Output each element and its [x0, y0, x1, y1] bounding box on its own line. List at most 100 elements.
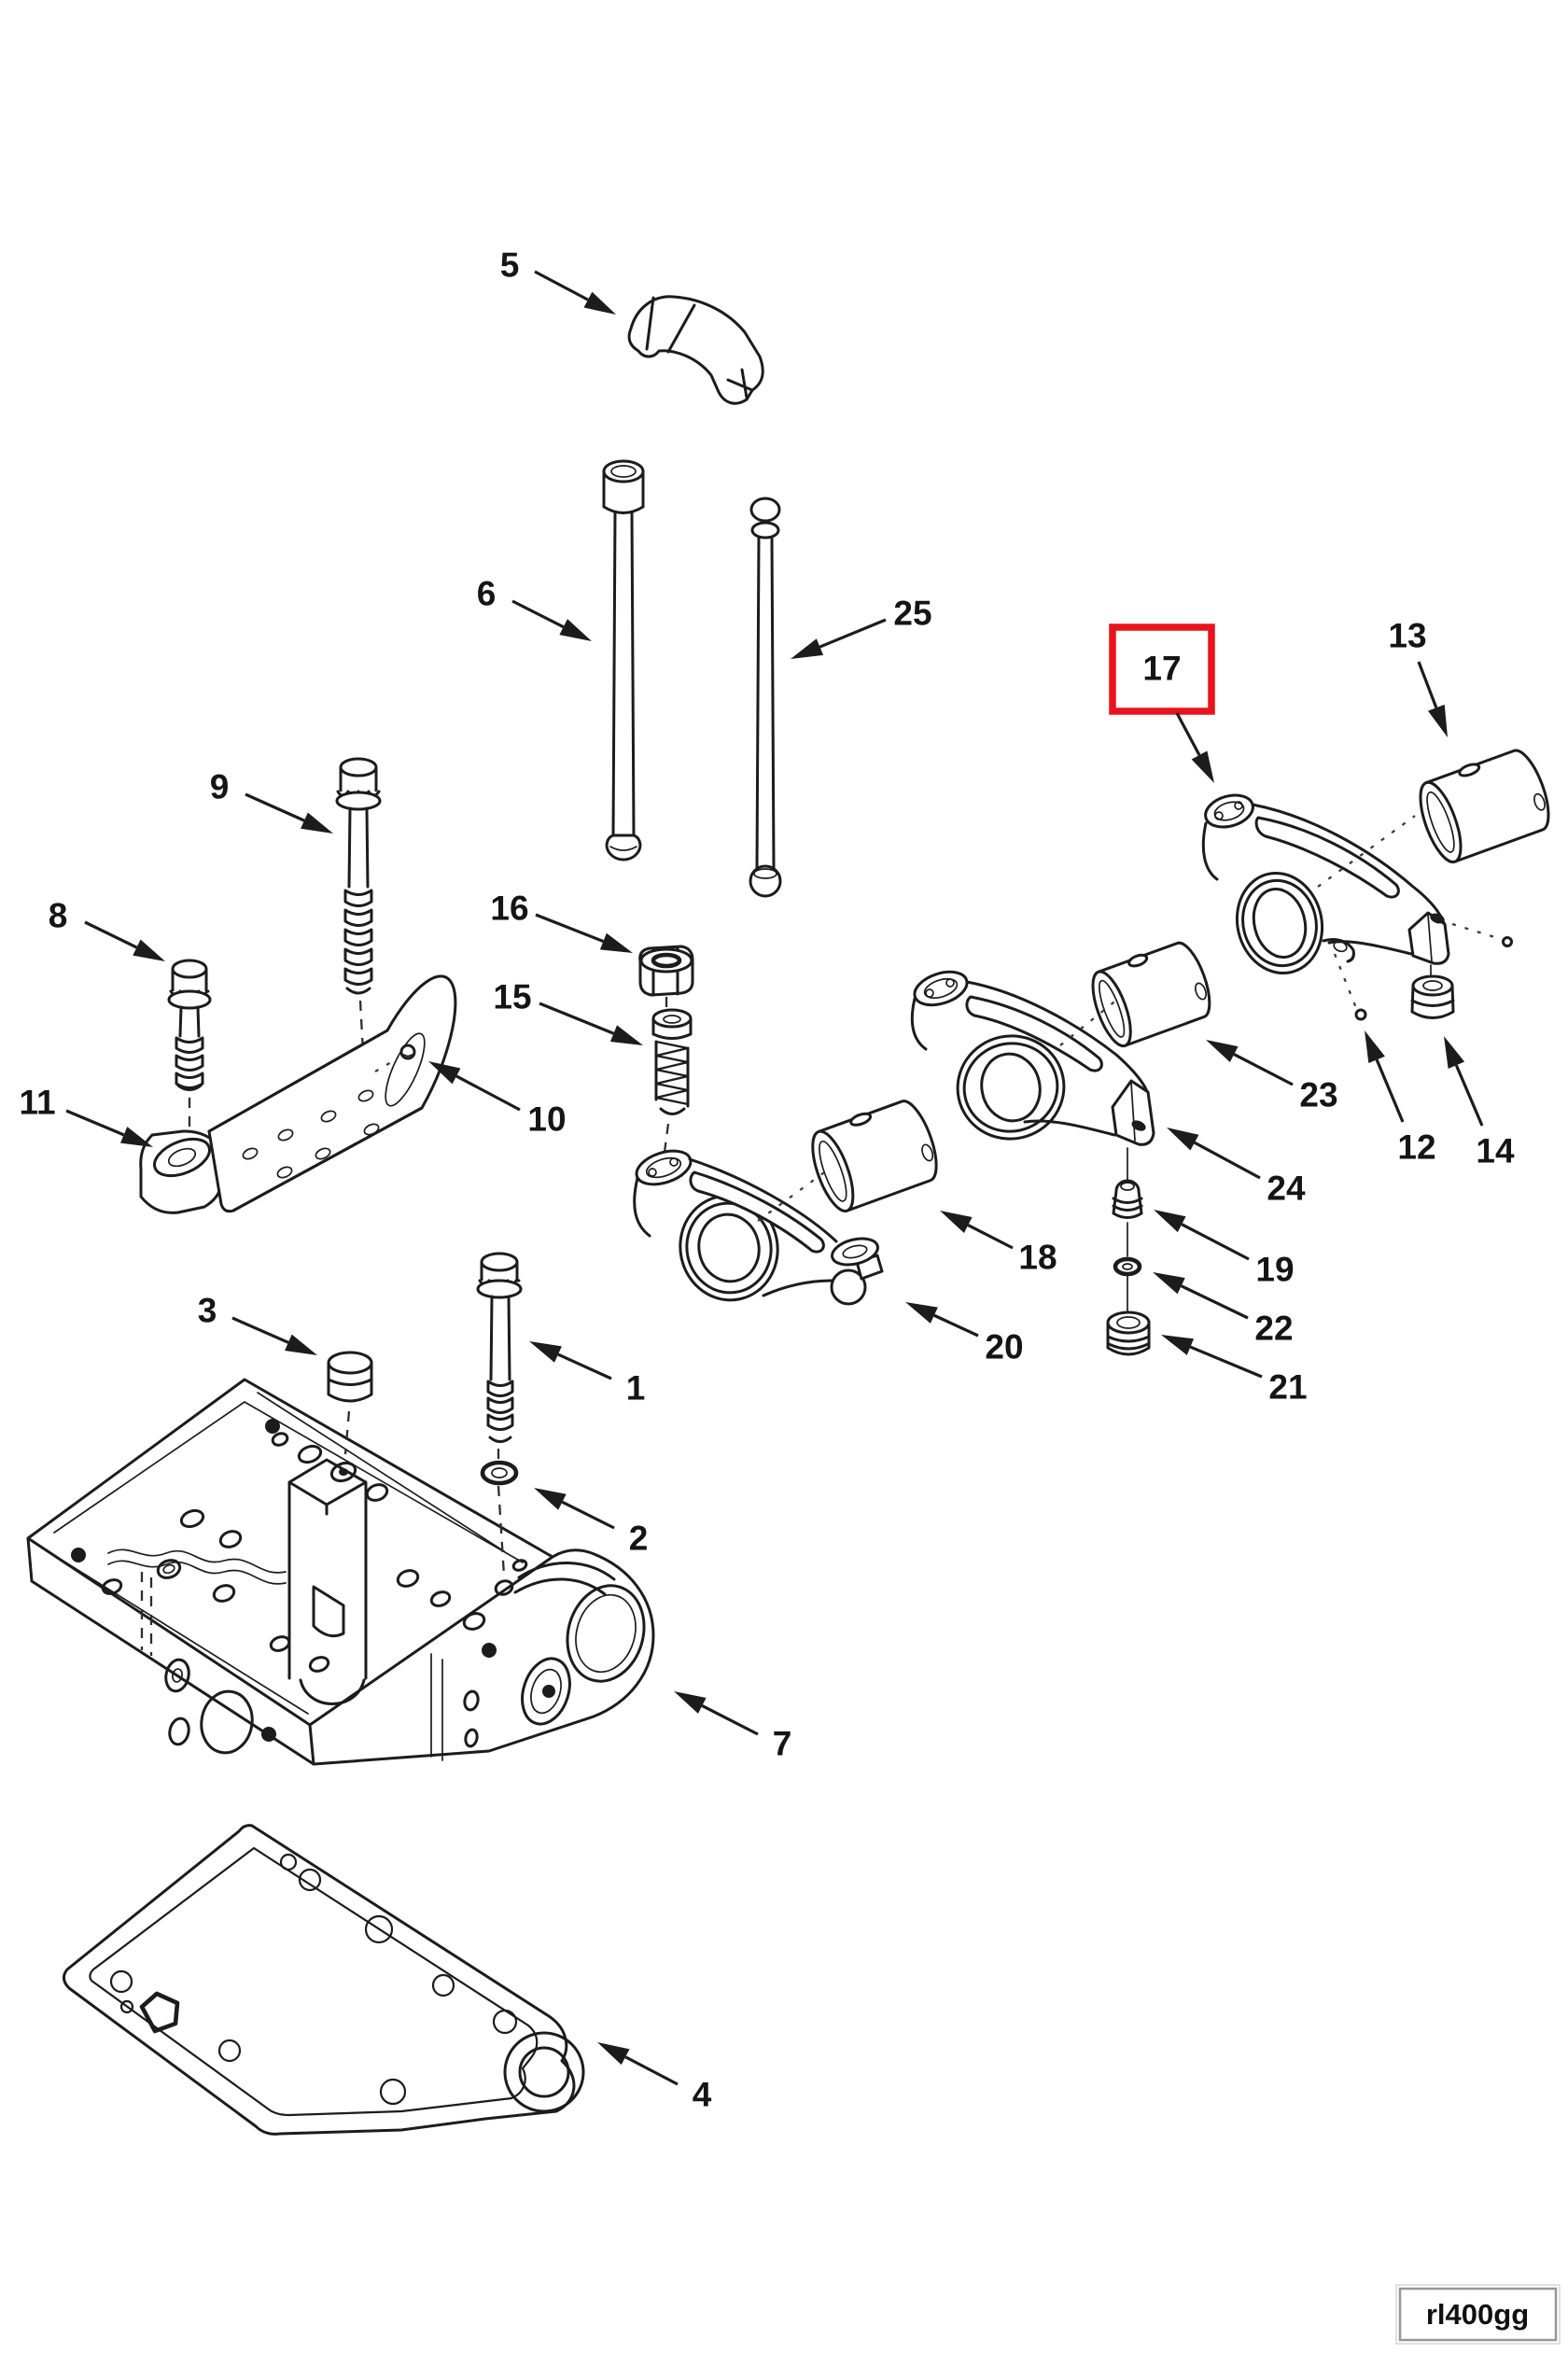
- callout-number: 11: [19, 1084, 55, 1122]
- callout-8: 8: [49, 897, 165, 961]
- callout-4: 4: [597, 2042, 712, 2114]
- part-13-bushing-drawing: [1419, 749, 1550, 863]
- stamp-inner-border: [1398, 2287, 1558, 2342]
- callout-number: 20: [985, 1328, 1023, 1366]
- callout-arrow-line: [1417, 661, 1438, 708]
- callout-arrow-line: [967, 1224, 1014, 1250]
- callout-number: 4: [693, 2076, 712, 2114]
- callout-number: 15: [493, 978, 531, 1016]
- part-18-bushing-drawing: [811, 1100, 938, 1212]
- callout-9: 9: [210, 768, 333, 834]
- part-8-bolt-drawing: [167, 959, 212, 1163]
- callout-number: 25: [893, 595, 931, 633]
- callout-number: 10: [527, 1100, 566, 1139]
- callout-number: 24: [1267, 1170, 1306, 1208]
- callout-number: 8: [49, 897, 68, 935]
- figure-code-stamp: rl400gg: [1395, 2284, 1561, 2345]
- callout-arrow-head: [1154, 1210, 1186, 1233]
- callout-arrow-head: [1167, 1128, 1199, 1151]
- callout-7: 7: [674, 1691, 791, 1763]
- callout-number: 2: [629, 1520, 649, 1558]
- part-14-plug-drawing: [1410, 974, 1455, 1019]
- callout-arrow-head: [529, 1341, 562, 1363]
- part-5-retainer-drawing: [627, 295, 764, 405]
- part-21-plug-drawing: [1106, 1310, 1151, 1356]
- callout-number: 13: [1388, 617, 1426, 655]
- callout-13: 13: [1388, 617, 1448, 737]
- head-bolt-holes: [71, 1419, 555, 1742]
- highlight-box: [1109, 624, 1215, 715]
- callout-1: 1: [529, 1341, 645, 1408]
- part-9-bolt-drawing: [335, 757, 382, 1054]
- callout-10: 10: [428, 1061, 567, 1139]
- callout-arrow-head: [597, 2042, 630, 2066]
- part-11-rocker-shaft-drawing: [139, 974, 457, 1214]
- callout-arrow-line: [84, 920, 138, 949]
- left-rocker-arm-drawing: [633, 1149, 884, 1306]
- gasket-holes: [109, 1853, 518, 2106]
- callout-arrow-line: [1375, 1058, 1405, 1123]
- callout-number: 23: [1299, 1076, 1337, 1114]
- callout-arrow-line: [701, 1704, 759, 1736]
- callout-21: 21: [1161, 1335, 1308, 1407]
- callout-arrow-line: [535, 913, 604, 944]
- callout-arrow-head: [1444, 1036, 1465, 1069]
- callout-number: 12: [1397, 1128, 1435, 1167]
- callout-17: 17: [1109, 624, 1215, 783]
- callout-arrow-head: [674, 1691, 707, 1714]
- callout-number: 18: [1018, 1239, 1057, 1277]
- callout-19: 19: [1154, 1210, 1295, 1289]
- part-16-nut-drawing: [638, 945, 694, 1012]
- callout-arrow-line: [539, 1002, 615, 1035]
- shaft-oil-holes: [242, 1089, 380, 1179]
- callout-arrow-head: [940, 1211, 973, 1233]
- callout-number: 9: [210, 768, 230, 806]
- arm17-tip-dotted: [1451, 922, 1502, 941]
- callout-arrow-line: [1194, 1141, 1261, 1180]
- callout-arrow-line: [1180, 1284, 1249, 1320]
- callout-arrow-head: [119, 1127, 153, 1147]
- part12-dotted: [1333, 953, 1358, 1009]
- callout-number: 5: [500, 246, 520, 285]
- callout-number: 19: [1255, 1251, 1294, 1289]
- callout-arrow-line: [511, 599, 565, 629]
- callout-number: 16: [490, 890, 528, 928]
- callout-arrow-head: [133, 939, 165, 961]
- part-20-ball-screw-drawing: [830, 1237, 884, 1306]
- callout-arrow-line: [557, 1352, 612, 1380]
- part-24-rocker-arm-drawing: [910, 970, 1155, 1146]
- part-10-ball-drawing: [399, 1044, 416, 1060]
- callout-arrow-head: [1153, 1272, 1185, 1295]
- callout-arrow-line: [933, 1313, 979, 1338]
- tip-ball-drawing: [1502, 936, 1513, 947]
- callout-arrow-line: [1454, 1064, 1484, 1127]
- part-19-fitting-drawing: [1112, 1179, 1143, 1219]
- callout-arrow-line: [1189, 1345, 1263, 1379]
- callout-arrow-line: [1233, 1053, 1294, 1086]
- callout-arrow-head: [905, 1302, 938, 1324]
- callout-12: 12: [1365, 1030, 1436, 1167]
- callout-number: 21: [1268, 1368, 1307, 1407]
- callout-arrow-line: [534, 270, 589, 301]
- callout-arrow-head: [301, 812, 333, 834]
- callout-arrow-line: [561, 1500, 615, 1530]
- callout-18: 18: [940, 1211, 1057, 1277]
- callout-5: 5: [500, 246, 616, 315]
- part-22-o-ring-drawing: [1113, 1256, 1142, 1277]
- callout-number: 17: [1142, 650, 1181, 688]
- callout-arrow-head: [559, 619, 592, 641]
- callout-arrow-line: [1181, 1223, 1250, 1261]
- callout-number: 6: [477, 575, 497, 613]
- callout-arrow-line: [1175, 712, 1201, 756]
- callout-number: 7: [773, 1725, 792, 1763]
- figure-code: rl400gg: [1426, 2298, 1529, 2331]
- callout-arrow-head: [599, 932, 633, 953]
- callout-11: 11: [19, 1084, 153, 1147]
- callout-24: 24: [1167, 1128, 1306, 1208]
- callout-arrow-head: [1427, 704, 1448, 737]
- callout-arrow-head: [791, 638, 824, 659]
- callout-15: 15: [493, 978, 643, 1045]
- callout-16: 16: [490, 890, 633, 953]
